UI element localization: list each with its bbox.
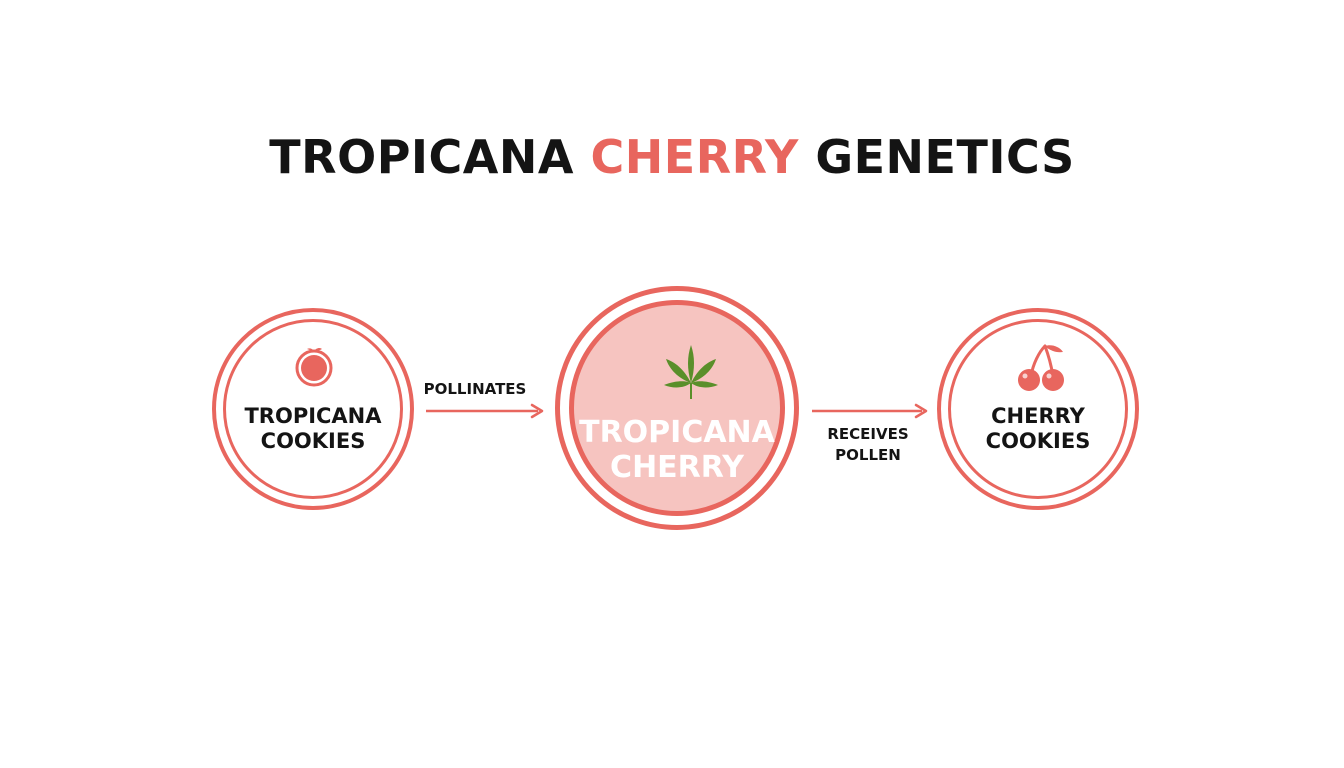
node-inner-ring xyxy=(223,319,403,499)
node-label: TROPICANA COOKIES xyxy=(216,404,410,454)
node-label-line2: CHERRY xyxy=(610,450,744,486)
node-label: TROPICANA CHERRY xyxy=(574,415,780,486)
node-tropicana-cherry: TROPICANA CHERRY xyxy=(555,286,799,530)
edge-label-line1: RECEIVES xyxy=(827,425,909,443)
node-label-line2: COOKIES xyxy=(260,428,366,453)
orange-icon xyxy=(295,347,333,387)
arrow-receives-pollen xyxy=(812,403,928,419)
node-label-line1: TROPICANA xyxy=(579,415,775,450)
cannabis-leaf-icon xyxy=(664,345,718,399)
title-part-genetics: GENETICS xyxy=(798,130,1075,184)
node-label-line1: CHERRY xyxy=(991,404,1085,428)
node-label-line2: COOKIES xyxy=(985,428,1091,453)
node-label: CHERRY COOKIES xyxy=(941,404,1135,454)
cherries-icon xyxy=(1018,344,1064,391)
node-inner-disc: TROPICANA CHERRY xyxy=(569,300,785,516)
edge-label-line1: POLLINATES xyxy=(423,380,527,398)
arrow-pollinates xyxy=(426,403,544,419)
node-tropicana-cookies: TROPICANA COOKIES xyxy=(212,308,414,510)
title-part-tropicana: TROPICANA xyxy=(269,130,591,184)
title-part-cherry: CHERRY xyxy=(590,130,799,184)
edge-label-receives-pollen: RECEIVES POLLEN xyxy=(812,424,924,466)
page-title: TROPICANA CHERRY GENETICS xyxy=(0,130,1344,184)
edge-label-line2: POLLEN xyxy=(835,446,901,464)
node-inner-ring xyxy=(948,319,1128,499)
node-cherry-cookies: CHERRY COOKIES xyxy=(937,308,1139,510)
node-label-line1: TROPICANA xyxy=(244,404,382,428)
edge-label-pollinates: POLLINATES xyxy=(420,379,530,400)
